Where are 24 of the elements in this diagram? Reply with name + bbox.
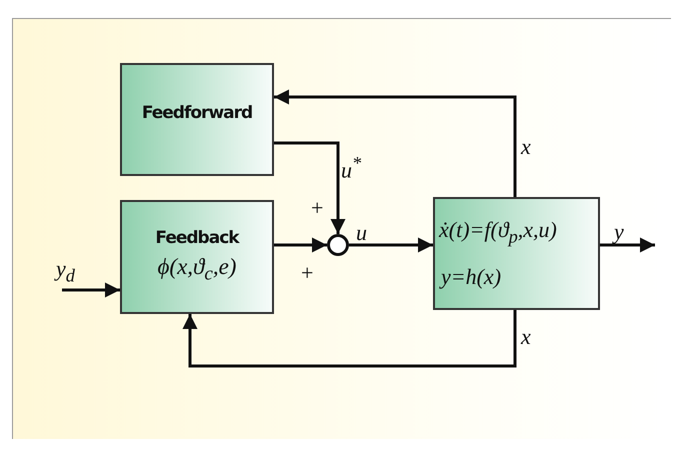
- block-title: Feedback: [155, 228, 239, 248]
- signal-label: u: [356, 222, 367, 244]
- arrow: [182, 310, 516, 368]
- arrow: [600, 238, 655, 252]
- controller-block: [120, 63, 274, 176]
- signal-label: u$^{*}$: [341, 154, 362, 182]
- equation: ϕ(x,ϑ$_{c}$,e): [158, 254, 236, 286]
- arrow: [274, 238, 327, 252]
- block-title: Feedforward: [142, 102, 252, 122]
- signal-label: y$_{d}$: [56, 258, 75, 285]
- sign-label: +: [311, 197, 324, 219]
- signal-label: y: [614, 221, 624, 243]
- sign-label: +: [301, 262, 314, 284]
- summing-junction: [327, 234, 349, 256]
- arrow: [62, 282, 120, 298]
- arrow: [349, 238, 433, 252]
- arrow: [274, 142, 346, 234]
- controller-block: [120, 200, 274, 314]
- plant-block: [433, 197, 600, 310]
- signal-label: x: [521, 326, 531, 348]
- signal-label: x: [521, 136, 531, 158]
- equation: ẋ(t)=f(ϑ$_{p}$,x,u): [439, 217, 557, 248]
- equation: y=h(x): [441, 264, 502, 290]
- arrow: [274, 90, 516, 197]
